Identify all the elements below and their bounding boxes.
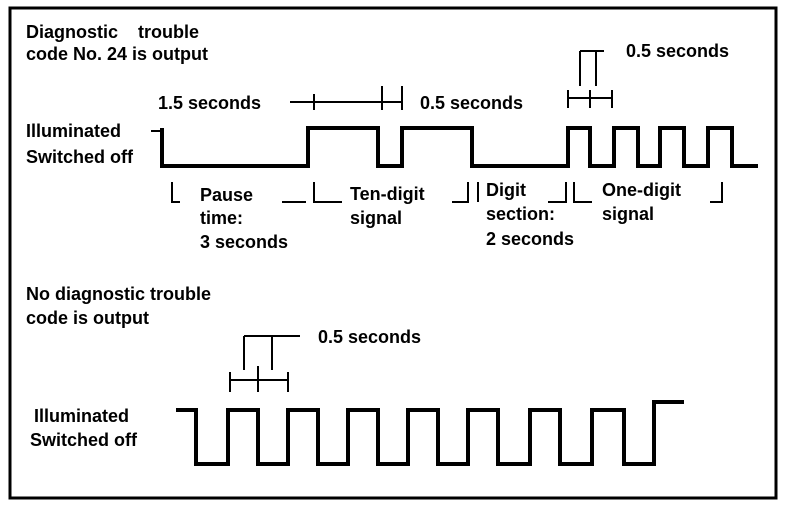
pulse-duration-label: 0.5 seconds	[626, 41, 729, 61]
one-digit-signal-label: One-digit signal	[602, 180, 686, 224]
no-code-heading-line-2: code is output	[26, 308, 149, 328]
no-code-waveform	[176, 400, 684, 466]
diagram-frame	[8, 6, 778, 500]
digit-section-bracket-end	[548, 182, 567, 203]
no-code-pulse-duration-label: 0.5 seconds	[318, 327, 421, 347]
digit-section-label: Digit section: 2 seconds	[486, 180, 574, 249]
digit-section-line-1: Digit	[486, 180, 526, 200]
one-digit-line-2: signal	[602, 204, 654, 224]
no-code-heading-line-1: No diagnostic trouble	[26, 284, 211, 304]
no-code-section: No diagnostic trouble code is output 0.5…	[26, 284, 684, 466]
pause-time-label: Pause time: 3 seconds	[200, 185, 288, 252]
pause-time-line-2: time:	[200, 208, 243, 228]
digit-section-line-2: section:	[486, 204, 555, 224]
no-code-illuminated-label: Illuminated	[34, 406, 129, 426]
illuminated-level-label: Illuminated	[26, 121, 121, 141]
pause-bracket-start	[171, 182, 180, 203]
pause-time-line-3: 3 seconds	[200, 232, 288, 252]
switched-off-level-label: Switched off	[26, 147, 134, 167]
one-digit-line-1: One-digit	[602, 180, 681, 200]
code-24-waveform	[160, 126, 758, 168]
ten-digit-line-2: signal	[350, 208, 402, 228]
code-24-heading-line-1: Diagnostic trouble	[26, 22, 199, 42]
one-digit-bracket-end	[710, 182, 723, 203]
ten-digit-signal-label: Ten-digit signal	[350, 184, 430, 228]
digit-section-line-3: 2 seconds	[486, 229, 574, 249]
code-24-section: Diagnostic trouble code No. 24 is output…	[26, 22, 758, 252]
ten-digit-line-1: Ten-digit	[350, 184, 425, 204]
pause-time-line-1: Pause	[200, 185, 253, 205]
ten-digit-bracket-start	[313, 182, 342, 203]
ten-digit-bracket-end	[452, 182, 469, 203]
gap-duration-label: 0.5 seconds	[420, 93, 523, 113]
one-digit-bracket-start	[573, 182, 592, 203]
code-24-heading-line-2: code No. 24 is output	[26, 44, 208, 64]
pause-duration-label: 1.5 seconds	[158, 93, 261, 113]
no-code-switched-off-label: Switched off	[30, 430, 138, 450]
